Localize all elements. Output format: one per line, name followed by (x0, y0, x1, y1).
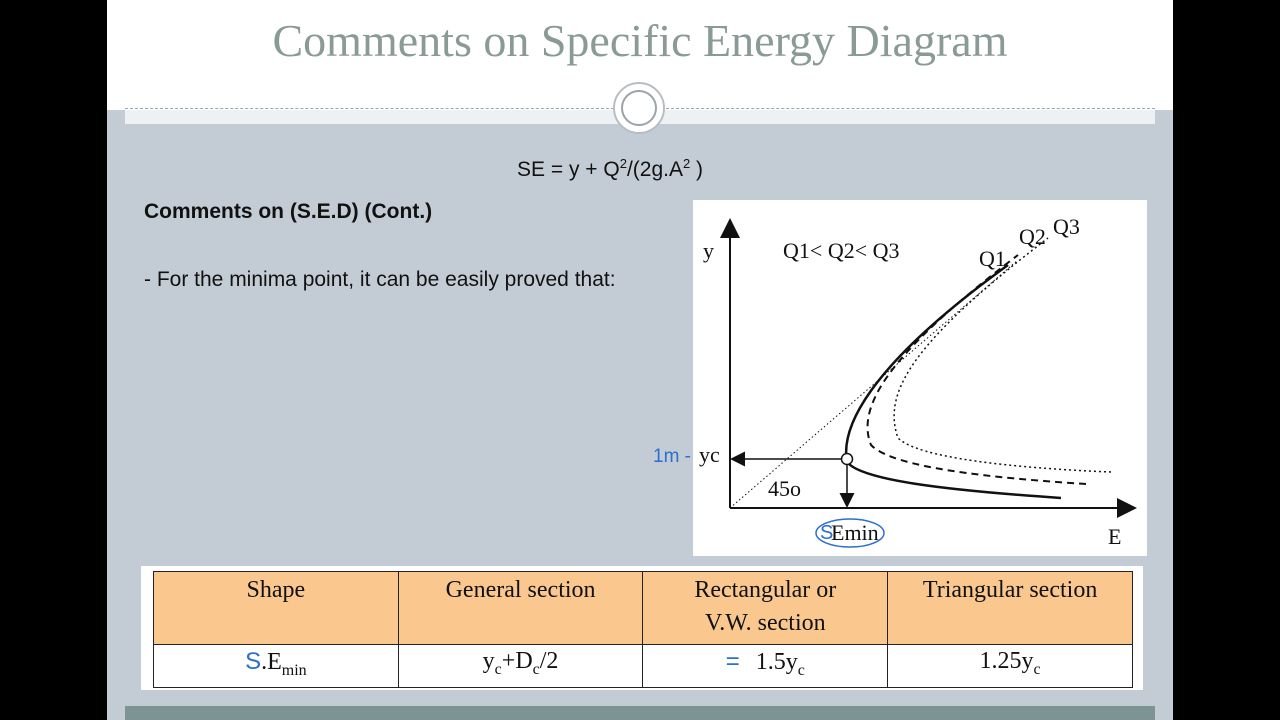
rect-sub: c (797, 661, 805, 679)
table-header-row: Shape General section Rectangular or V.W.… (153, 571, 1133, 645)
slide-title: Comments on Specific Energy Diagram (272, 15, 1008, 66)
emin-text: .E (261, 649, 282, 675)
specific-energy-diagram: y E Q1< Q2< Q3 Q1 Q2 Q3 yc 45o Emin S (693, 200, 1147, 556)
curve-q1 (844, 263, 1062, 500)
legend-q3: Q3 (872, 238, 900, 263)
header-triangular-section: Triangular section (887, 571, 1133, 645)
equation-middle: /(2g.A (626, 158, 683, 181)
header-rectangular-line-2: V.W. section (704, 610, 826, 636)
handwritten-equals: = (725, 648, 740, 675)
general-y: y (482, 648, 495, 674)
general-sub-1: c (494, 660, 502, 678)
cell-general-formula: yc+Dc/2 (397, 644, 644, 688)
general-sub-2: c (532, 660, 540, 678)
legend-q1: Q1 (783, 238, 810, 263)
x-axis-label: E (1108, 524, 1122, 549)
comment-heading: Comments on (S.E.D) (Cont.) (144, 200, 433, 223)
header-general-section: General section (397, 571, 644, 645)
legend-lt-1: < (809, 238, 828, 263)
table-row: S.Emin yc+Dc/2 =1.5yc 1.25yc (153, 644, 1133, 688)
cell-triangular-formula: 1.25yc (887, 644, 1133, 688)
y-axis-label: y (703, 238, 714, 263)
rect-value: 1.5y (755, 649, 798, 675)
curve-label-q1: Q1 (979, 246, 1006, 271)
emin-table-panel: Shape General section Rectangular or V.W.… (141, 566, 1143, 690)
tri-sub: c (1033, 660, 1041, 678)
curve-label-q2: Q2 (1019, 224, 1046, 249)
cell-emin-label: S.Emin (153, 644, 399, 688)
specific-energy-equation: SE = y + Q2/(2g.A2 ) (517, 156, 703, 182)
general-end: /2 (539, 648, 559, 674)
header-shape: Shape (153, 571, 399, 645)
emin-circle-annotation (815, 518, 885, 548)
header-circle-ornament (613, 82, 665, 134)
header-rectangular-line-1: Rectangular or (694, 577, 837, 603)
legend-q2: Q2 (827, 238, 855, 263)
general-mid: +D (501, 648, 533, 674)
diagram-graphic (720, 218, 1137, 548)
handwritten-s: S (245, 648, 262, 675)
emin-sub: min (281, 661, 307, 679)
yc-label: yc (699, 442, 720, 467)
header-rectangular-section: Rectangular or V.W. section (642, 571, 889, 645)
equation-prefix: SE = y + Q (517, 158, 620, 181)
angle-label: 45o (768, 476, 801, 501)
line-45-degrees (729, 259, 1019, 509)
legend-lt-2: < (854, 238, 873, 263)
footer-band (125, 706, 1155, 720)
equation-suffix: ) (690, 158, 704, 181)
handwritten-1m-note: 1m - (653, 446, 691, 467)
curve-q2 (866, 254, 1087, 485)
handwritten-s-note: S (820, 522, 834, 544)
emin-table: Shape General section Rectangular or V.W.… (153, 571, 1133, 688)
emin-label: Emin (831, 520, 879, 545)
minimum-point (840, 452, 854, 466)
equation-sup-2: 2 (682, 156, 691, 171)
discharge-legend: Q1< Q2< Q3 (783, 238, 900, 264)
cell-rectangular-formula: = 1.5yc (642, 644, 889, 688)
comment-bullet: - For the minima point, it can be easily… (144, 268, 616, 291)
slide: Comments on Specific Energy Diagram SE =… (107, 0, 1173, 720)
curve-label-q3: Q3 (1053, 214, 1080, 239)
equation-sup-1: 2 (619, 156, 627, 171)
curve-q3 (893, 237, 1112, 473)
tri-value: 1.25y (979, 648, 1034, 674)
header-circle-inner (621, 90, 657, 126)
